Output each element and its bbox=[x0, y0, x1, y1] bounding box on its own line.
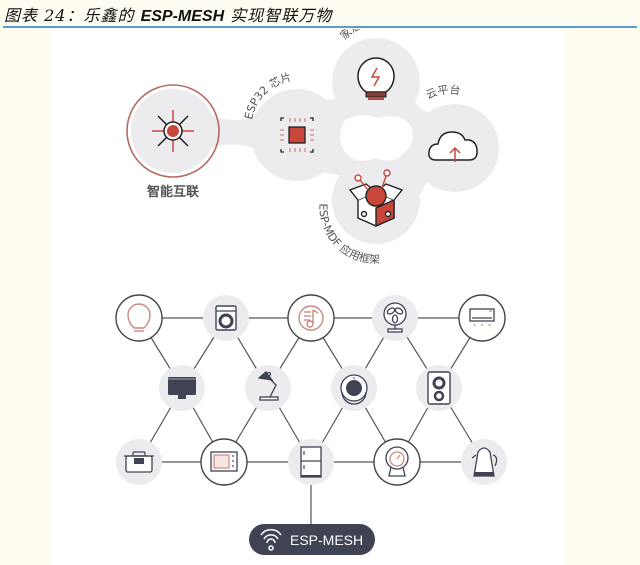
speaker-icon bbox=[427, 371, 451, 405]
mesh-node-lamp bbox=[245, 365, 291, 411]
mesh-node-fan bbox=[372, 295, 418, 341]
music-icon bbox=[298, 305, 324, 331]
diagram-canvas: 智能互联 ESP32 芯片 家居设备 云平台 bbox=[52, 29, 564, 565]
mesh-node-bulb bbox=[115, 294, 163, 342]
mesh-node-cooker bbox=[116, 439, 162, 485]
figure-title: 图表 24：乐鑫的 ESP-MESH 实现智联万物 bbox=[4, 2, 332, 26]
esp-mesh-root: ESP-MESH bbox=[249, 524, 375, 555]
center-ring bbox=[126, 84, 220, 178]
vacuum-icon bbox=[340, 374, 368, 405]
fridge-icon bbox=[300, 446, 322, 478]
lamp-icon bbox=[257, 371, 279, 401]
open-box-icon bbox=[348, 169, 404, 228]
cloud-label: 云平台 bbox=[424, 82, 461, 102]
chip-icon bbox=[280, 117, 314, 153]
mesh-node-monitor bbox=[159, 365, 205, 411]
center-label: 智能互联 bbox=[147, 184, 199, 200]
title-rule bbox=[3, 26, 637, 28]
mesh-links bbox=[138, 317, 485, 526]
mesh-node-camera bbox=[373, 438, 421, 486]
figure-title-brand: ESP-MESH bbox=[140, 8, 225, 25]
mesh-node-fridge bbox=[288, 439, 334, 485]
figure-header: 图表 24：乐鑫的 ESP-MESH 实现智联万物 bbox=[0, 0, 640, 28]
mesh-node-washer bbox=[203, 295, 249, 341]
mesh-node-ac bbox=[458, 294, 506, 342]
monitor-icon bbox=[168, 377, 196, 399]
esp-mesh-label: ESP-MESH bbox=[290, 532, 363, 548]
mesh-node-vacuum bbox=[331, 365, 377, 411]
smart-link-icon bbox=[152, 110, 194, 152]
kettle-icon bbox=[471, 447, 498, 477]
cloud-upload-icon bbox=[428, 131, 478, 162]
fan-icon bbox=[383, 302, 407, 333]
bulb-icon bbox=[127, 303, 151, 332]
mesh-node-kettle bbox=[461, 439, 507, 485]
lightbulb-icon bbox=[357, 57, 395, 100]
mesh-node-music bbox=[287, 294, 335, 342]
cooker-icon bbox=[124, 451, 154, 473]
ac-icon bbox=[469, 308, 495, 327]
mesh-node-microwave bbox=[200, 438, 248, 486]
camera-icon bbox=[385, 446, 409, 477]
figure-title-suffix: 实现智联万物 bbox=[230, 6, 333, 25]
microwave-icon bbox=[210, 451, 238, 472]
mesh-node-speaker bbox=[416, 365, 462, 411]
washer-icon bbox=[215, 305, 237, 331]
figure-label: 图表 24： bbox=[4, 6, 84, 25]
wifi-icon bbox=[260, 528, 282, 551]
figure-title-prefix: 乐鑫的 bbox=[83, 6, 135, 25]
